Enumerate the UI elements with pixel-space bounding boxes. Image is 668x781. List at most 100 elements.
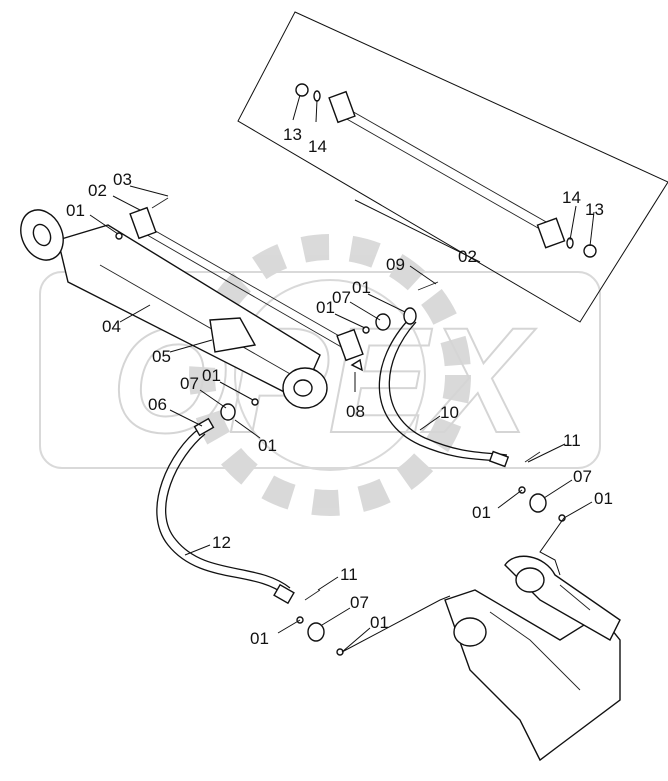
- hose-10-inner: [388, 321, 508, 456]
- bolt-03: [151, 197, 169, 209]
- cylinder-rod-eye-hole: [32, 223, 52, 247]
- callout-01: 01: [258, 436, 277, 455]
- oring-01-left: [251, 398, 259, 406]
- callout-06: 06: [148, 395, 167, 414]
- watermark-gear-body: [234, 279, 426, 471]
- leader-01i: [341, 595, 451, 653]
- watermark-banner: [39, 271, 601, 469]
- callout-11: 11: [563, 431, 581, 450]
- leader-06: [169, 409, 203, 427]
- leader-04: [119, 304, 151, 323]
- hose-12: [156, 398, 295, 605]
- leader-11a: [527, 443, 566, 463]
- callout-07: 07: [573, 467, 592, 486]
- callout-01: 01: [352, 278, 371, 297]
- hydraulic-cylinder: [20, 197, 364, 409]
- hose-12-end-fitting: [273, 583, 295, 605]
- callout-13: 13: [283, 125, 302, 144]
- leader-11b: [317, 576, 339, 591]
- flange-07-left: [220, 403, 236, 421]
- inset-flange-left: [328, 90, 356, 124]
- bracket-body: [444, 589, 621, 762]
- leader-lines: [89, 94, 595, 653]
- leader-13a: [292, 94, 301, 121]
- leader-09: [409, 265, 437, 285]
- bracket-tube-a: [489, 611, 581, 691]
- callout-12: 12: [212, 533, 231, 552]
- inset-plug-right: [583, 244, 597, 258]
- leader-01h: [277, 619, 301, 634]
- callout-01: 01: [472, 503, 491, 522]
- callout-07: 07: [180, 374, 199, 393]
- callout-02: 02: [458, 247, 477, 266]
- cylinder-barrel-line: [99, 264, 293, 376]
- callout-11: 11: [340, 565, 358, 584]
- cylinder-pipe-upper: [144, 224, 356, 346]
- leader-01c: [367, 293, 406, 313]
- hose-12-inner: [165, 433, 291, 589]
- leader-03: [129, 185, 169, 197]
- leader-01g: [539, 501, 593, 576]
- inset-flange-right: [536, 217, 566, 249]
- callout-07: 07: [332, 288, 351, 307]
- callout-09: 09: [386, 255, 405, 274]
- oring-01-pipe: [362, 326, 370, 334]
- flange-07-bottom: [307, 622, 325, 642]
- callout-04: 04: [102, 317, 121, 336]
- leader-01b: [334, 313, 366, 329]
- inset-plug-left: [295, 83, 309, 97]
- leader-07a: [349, 301, 381, 321]
- callout-01: 01: [66, 201, 85, 220]
- callout-10: 10: [440, 403, 459, 422]
- hose-10-top-fitting: [403, 307, 417, 325]
- inset-pipe-assembly: [295, 83, 597, 258]
- callout-01: 01: [370, 613, 389, 632]
- leader-12: [184, 544, 211, 556]
- cylinder-clamp: [209, 317, 257, 353]
- flange-07-top: [375, 313, 391, 331]
- callout-01: 01: [202, 366, 221, 385]
- leader-01e: [234, 419, 261, 439]
- leader-14b: [569, 205, 577, 241]
- leader-10: [419, 415, 441, 431]
- fitting-08: [350, 358, 363, 372]
- callout-07: 07: [350, 593, 369, 612]
- cylinder-pipe-flange-bottom: [336, 328, 364, 362]
- leader-05: [169, 339, 213, 353]
- leader-07d: [321, 607, 351, 626]
- callout-01: 01: [316, 298, 335, 317]
- leader-01a: [89, 214, 119, 235]
- leader-01f: [497, 489, 523, 509]
- callout-01: 01: [594, 489, 613, 508]
- inset-pipe-lower: [344, 117, 546, 233]
- callout-03: 03: [113, 170, 132, 189]
- watermark-gear-teeth: [189, 234, 471, 516]
- cylinder-base-eye-hole: [293, 379, 313, 397]
- leader-07c: [543, 479, 573, 499]
- hose-10-end-fitting: [488, 450, 510, 468]
- bolt-11-bottom: [304, 589, 321, 601]
- leader-01d: [219, 381, 254, 401]
- leader-02b: [112, 195, 141, 211]
- inset-frame: [237, 11, 668, 323]
- bolt-11-right: [524, 451, 541, 463]
- hose-10: [350, 281, 510, 468]
- bracket-tube-b: [559, 584, 591, 611]
- callout-02: 02: [88, 181, 107, 200]
- leader-02a: [354, 199, 481, 263]
- cylinder-pipe-flange-top: [129, 206, 157, 240]
- mounting-bracket: [444, 555, 621, 762]
- callout-14: 14: [308, 137, 327, 156]
- callout-01: 01: [250, 629, 269, 648]
- leader-14a: [315, 99, 318, 123]
- flange-07-right: [529, 493, 547, 513]
- lower-fittings: [296, 451, 566, 656]
- callout-13: 13: [585, 200, 604, 219]
- bracket-upper-hole: [515, 567, 545, 593]
- callout-labels: 13 14 14 13 02 03 02 01 09 01 07 01 04 0…: [66, 125, 613, 648]
- cylinder-pipe-lower: [141, 231, 351, 353]
- callout-08: 08: [346, 402, 365, 421]
- leader-13b: [589, 211, 595, 247]
